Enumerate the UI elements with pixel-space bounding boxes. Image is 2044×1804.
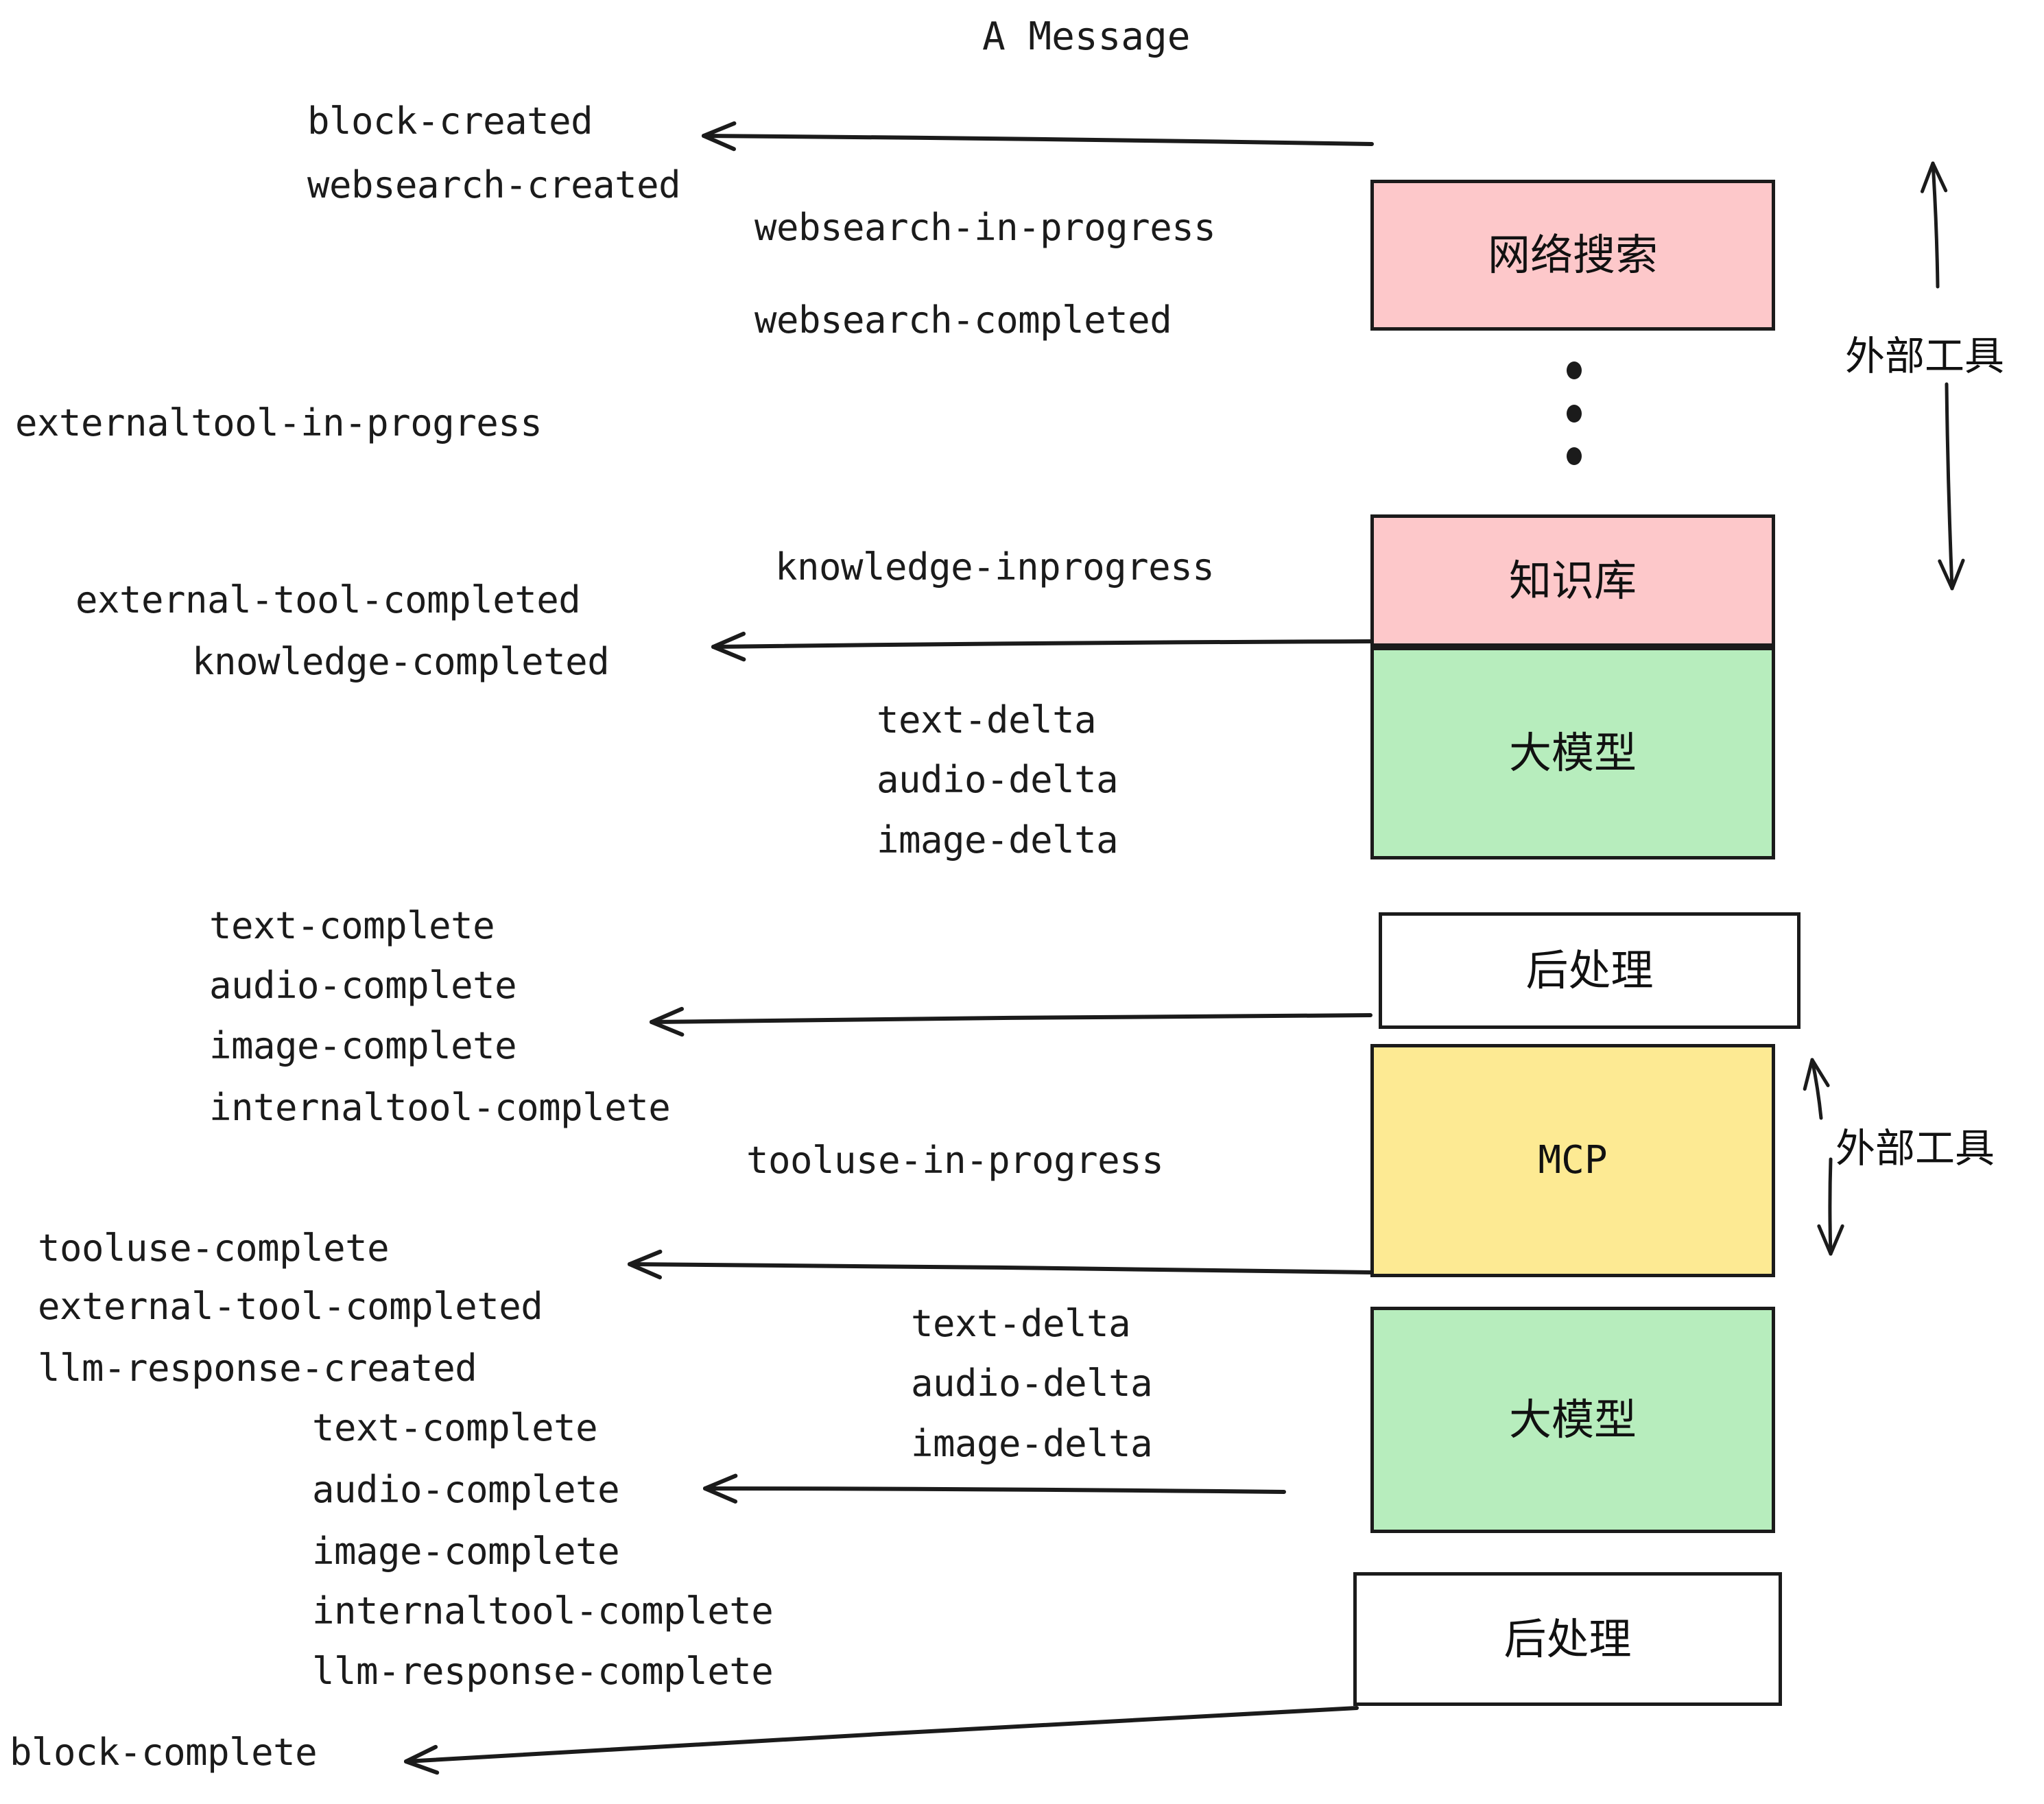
event-label-image-complete-2: image-complete <box>312 1530 620 1573</box>
arrow-post-to-block-complete <box>404 1706 1359 1775</box>
event-label-text-delta-2: text-delta <box>911 1302 1131 1345</box>
node-websearch: 网络搜索 <box>1370 180 1775 331</box>
node-knowledge: 知识库 <box>1370 514 1775 647</box>
event-label-block-complete: block-complete <box>10 1731 318 1774</box>
node-postprocess-bot: 后处理 <box>1353 1572 1782 1706</box>
node-postprocess-top: 后处理 <box>1379 912 1801 1029</box>
arrow-llm-to-audio-complete <box>703 1473 1286 1504</box>
arrow-llm-to-image-complete <box>650 1006 1372 1037</box>
event-label-audio-delta-1: audio-delta <box>877 758 1119 801</box>
node-label: 大模型 <box>1508 728 1637 778</box>
diagram-title: A Message <box>982 14 1191 59</box>
event-label-image-delta-1: image-delta <box>877 818 1119 862</box>
ellipsis-dot <box>1567 361 1582 379</box>
event-label-websearch-created: websearch-created <box>307 163 681 206</box>
event-label-image-delta-2: image-delta <box>911 1422 1153 1465</box>
event-label-tooluse-in-progress: tooluse-in-progress <box>746 1139 1164 1182</box>
node-label: 网络搜索 <box>1487 230 1658 280</box>
event-label-websearch-completed: websearch-completed <box>754 298 1172 342</box>
ellipsis-dot <box>1567 447 1582 465</box>
node-label: 后处理 <box>1525 945 1654 995</box>
event-label-externaltool-in-progress: externaltool-in-progress <box>15 401 543 444</box>
node-label: 大模型 <box>1508 1394 1637 1445</box>
event-label-audio-delta-2: audio-delta <box>911 1362 1153 1405</box>
event-label-block-created: block-created <box>307 99 593 143</box>
arrow-mcp-to-tooluse <box>628 1249 1372 1280</box>
event-label-text-complete-1: text-complete <box>209 904 495 947</box>
event-label-websearch-in-progress: websearch-in-progress <box>754 206 1216 249</box>
bracket-top-up <box>1920 161 1948 289</box>
node-mcp: MCP <box>1370 1044 1775 1277</box>
bracket-top-down <box>1938 382 1965 591</box>
event-label-image-complete-1: image-complete <box>209 1024 517 1067</box>
event-label-audio-complete-1: audio-complete <box>209 964 517 1007</box>
event-label-external-tool-completed-1: external-tool-completed <box>75 578 581 621</box>
event-label-text-delta-1: text-delta <box>877 698 1097 741</box>
arrow-websearch-to-created <box>702 121 1374 152</box>
event-label-llm-response-created: llm-response-created <box>38 1346 477 1390</box>
ellipsis-dot <box>1567 405 1582 423</box>
node-label: 后处理 <box>1504 1613 1632 1664</box>
event-label-text-complete-2: text-complete <box>312 1406 598 1449</box>
event-label-internaltool-complete-2: internaltool-complete <box>312 1589 774 1633</box>
side-bracket-label-external-tool-bottom: 外部工具 <box>1835 1125 1995 1172</box>
bracket-bot-down <box>1817 1157 1844 1256</box>
node-llm-bottom: 大模型 <box>1370 1307 1775 1533</box>
event-label-internaltool-complete-1: internaltool-complete <box>209 1086 671 1129</box>
bracket-bot-up <box>1803 1058 1830 1120</box>
event-label-external-tool-completed-2: external-tool-completed <box>38 1285 543 1328</box>
event-label-llm-response-complete: llm-response-complete <box>312 1650 774 1693</box>
node-label: MCP <box>1538 1138 1608 1183</box>
arrow-knowledge-to-completed <box>711 631 1374 662</box>
node-llm-top: 大模型 <box>1370 647 1775 859</box>
side-bracket-label-external-tool-top: 外部工具 <box>1845 333 2005 379</box>
event-label-knowledge-completed: knowledge-completed <box>192 640 610 683</box>
event-label-tooluse-complete: tooluse-complete <box>38 1226 390 1270</box>
event-label-knowledge-inprogress: knowledge-inprogress <box>775 545 1215 589</box>
node-label: 知识库 <box>1508 555 1637 606</box>
event-label-audio-complete-2: audio-complete <box>312 1468 620 1511</box>
